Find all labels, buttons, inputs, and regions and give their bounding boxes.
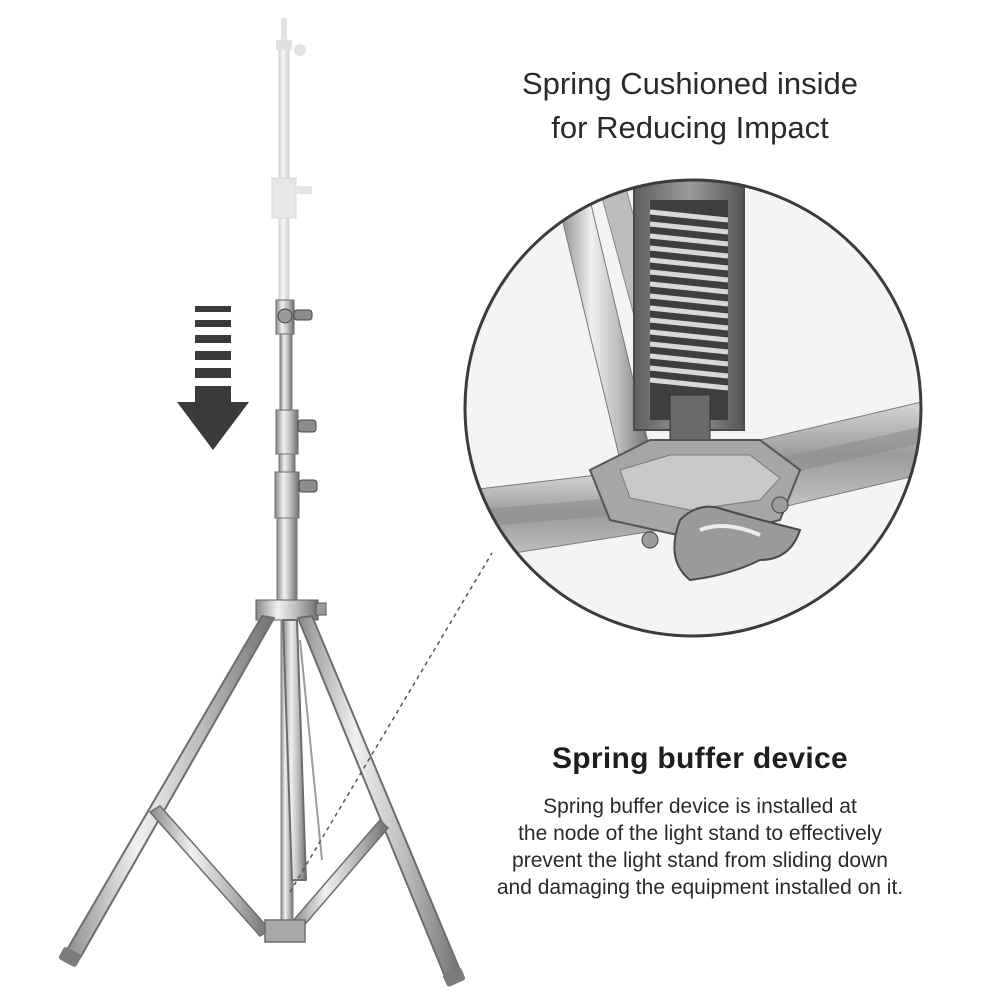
feature-description: Spring buffer device is installed at the… — [496, 795, 904, 899]
light-stand-illustration — [58, 18, 466, 987]
feature-title: Spring buffer device — [551, 742, 849, 775]
down-arrow-icon — [177, 306, 249, 450]
leader-line — [289, 552, 493, 893]
detail-caption: Spring Cushioned inside for Reducing Imp… — [521, 66, 859, 145]
spring-buffer-closeup — [463, 178, 923, 638]
